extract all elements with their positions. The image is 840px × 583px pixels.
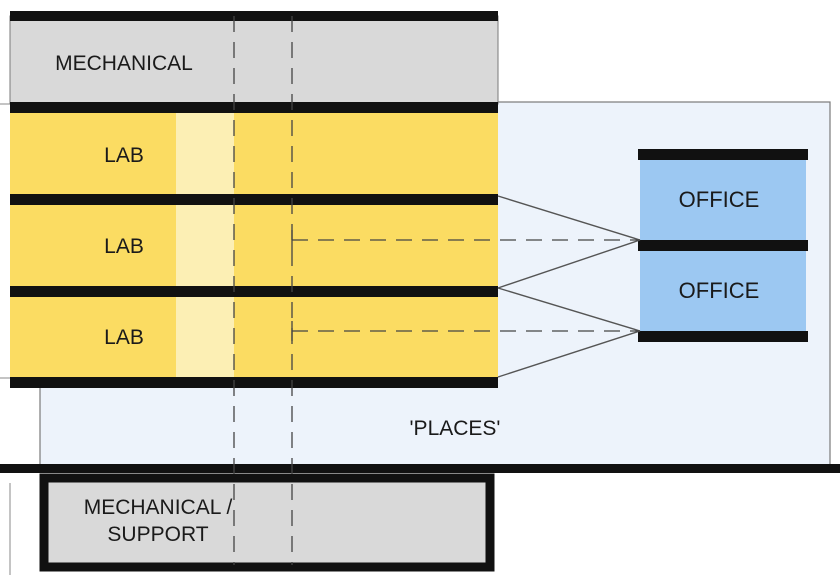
roof-slab — [10, 11, 498, 21]
places-label: 'PLACES' — [410, 417, 501, 440]
lab-light-band-2 — [176, 202, 234, 290]
office-label-2: OFFICE — [679, 278, 760, 303]
mechanical-support-label-line2: SUPPORT — [107, 523, 208, 546]
mechanical-support-label-line1: MECHANICAL / — [84, 496, 233, 519]
lab-light-band-1 — [176, 110, 234, 198]
slab-lab1-lab2 — [10, 194, 498, 205]
slab-mech-lab — [10, 102, 498, 113]
office-slab-top — [638, 149, 808, 160]
slab-lab3-bottom — [10, 377, 498, 388]
mechanical-top-label: MECHANICAL — [55, 52, 193, 75]
dashed-horizontal-lines — [292, 239, 640, 332]
slab-lab2-lab3 — [10, 286, 498, 297]
lab-floor-1 — [10, 110, 498, 198]
lab-label-1: LAB — [104, 144, 144, 167]
mechanical-support-block — [39, 473, 495, 572]
office-slab-bottom — [638, 331, 808, 342]
office-slab-mid — [638, 240, 808, 251]
connector-lines — [497, 195, 641, 378]
ground-line — [0, 464, 840, 473]
office-block-1 — [640, 158, 806, 242]
lab-light-band-3 — [176, 293, 234, 381]
core-dashed-lines — [233, 16, 293, 565]
lab-floor-3 — [10, 293, 498, 381]
office-block-2 — [640, 248, 806, 332]
office-label-1: OFFICE — [679, 187, 760, 212]
lab-label-2: LAB — [104, 235, 144, 258]
lab-label-3: LAB — [104, 326, 144, 349]
lab-floor-2 — [10, 202, 498, 290]
